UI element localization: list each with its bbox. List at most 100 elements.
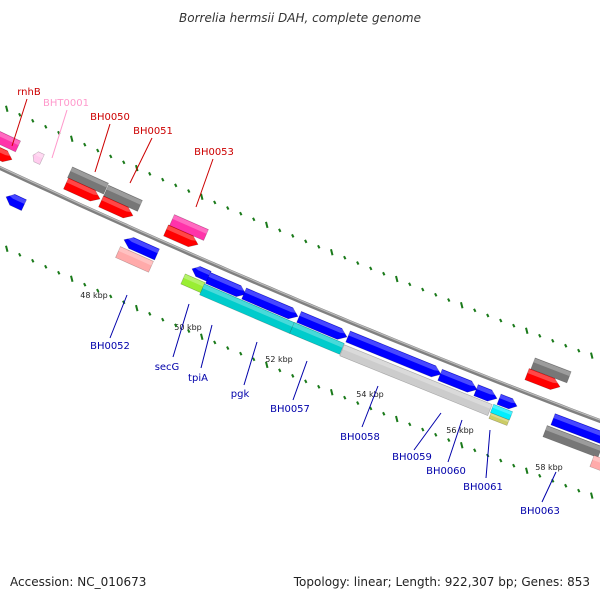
feature-pgk-blue-body [241, 287, 299, 320]
feature-BH0050-gray-body [67, 166, 109, 195]
feature-BH0063-blue-body [550, 413, 600, 444]
feature-tpiA-pgk-cyan [199, 283, 295, 334]
feature-BH0063-blue-shine [553, 414, 600, 438]
tick-mark-top [356, 261, 360, 266]
feature-BH0050-gray [67, 166, 109, 195]
gene-label-BH0057[interactable]: BH0057 [270, 404, 310, 415]
feature-BH0053-red [163, 224, 200, 248]
gene-label-BH0053[interactable]: BH0053 [194, 147, 234, 158]
tick-mark-bottom [538, 473, 542, 478]
tick-mark-bottom [5, 245, 9, 253]
tick-mark-bottom [109, 294, 113, 299]
tick-mark-top [161, 177, 165, 182]
leader-rnhB [11, 98, 28, 147]
tick-mark-top [5, 105, 9, 113]
gene-label-BH0058[interactable]: BH0058 [340, 432, 380, 443]
tick-mark-bottom [213, 340, 217, 345]
tick-mark-top [304, 239, 308, 244]
gene-label-secG[interactable]: secG [155, 362, 180, 373]
leader-BH0058 [361, 385, 379, 428]
tick-mark-bottom [174, 323, 178, 328]
tick-mark-top [213, 200, 217, 205]
feature-BH0052-blue-body [123, 237, 160, 261]
tick-mark-top [486, 313, 490, 318]
leader-secG [172, 303, 190, 358]
feature-pgk-blue-shine [244, 288, 300, 314]
tick-mark-bottom [226, 346, 230, 351]
feature-BH0057-blue [296, 310, 349, 340]
tick-mark-top [31, 118, 35, 123]
tick-mark-bottom [369, 406, 373, 411]
tick-mark-bottom [265, 361, 269, 369]
feature-BH0059-blue-body [437, 368, 478, 393]
leader-BH0061 [485, 429, 491, 479]
feature-blue-a [205, 271, 248, 297]
tick-mark-top [538, 333, 542, 338]
tick-mark-bottom [590, 492, 594, 499]
tick-mark-bottom [577, 488, 581, 493]
gene-label-BH0052[interactable]: BH0052 [90, 341, 130, 352]
tick-mark-top [369, 266, 373, 271]
feature-BH0058-gray [339, 344, 493, 417]
tick-label-52kbp: 52 kbp [265, 355, 293, 364]
tick-mark-bottom [161, 317, 165, 322]
tick-mark-top [330, 249, 334, 256]
tick-mark-top [109, 154, 113, 159]
genome-backbone-highlight [0, 166, 600, 421]
tick-mark-top [408, 282, 412, 287]
tick-mark-top [577, 348, 581, 353]
tick-mark-top [564, 343, 568, 348]
tick-mark-bottom [83, 282, 87, 287]
leader-BH0060 [447, 419, 463, 463]
tick-mark-bottom [304, 379, 308, 384]
tick-mark-top [395, 275, 399, 283]
feature-gray-right [530, 357, 572, 384]
tick-mark-top [421, 287, 425, 292]
feature-BH0061-blue-shine [499, 394, 519, 404]
gene-label-rnhB[interactable]: rnhB [17, 87, 41, 98]
feature-BH0060-blue-shine [476, 385, 499, 396]
feature-BH0059-blue [437, 368, 479, 393]
tick-mark-top [148, 171, 152, 176]
tick-mark-top [70, 135, 74, 143]
tick-mark-top [317, 244, 321, 249]
feature-red-right [524, 368, 562, 390]
feature-blue-a-body [205, 271, 247, 297]
gene-label-pgk[interactable]: pgk [231, 389, 250, 400]
tick-mark-bottom [460, 441, 464, 449]
feature-BH0051-red [98, 195, 135, 219]
gene-label-BH0050[interactable]: BH0050 [90, 112, 130, 123]
gene-labels: rnhB BHT0001 BH0050 BH0051 BH0053 BH0052… [11, 87, 560, 517]
gene-label-BH0061[interactable]: BH0061 [463, 482, 503, 493]
tick-mark-top [18, 112, 22, 117]
feature-BH0052-blue-shine [125, 236, 160, 254]
gene-label-BH0059[interactable]: BH0059 [392, 452, 432, 463]
gene-label-BH0060[interactable]: BH0060 [426, 466, 466, 477]
feature-BH0058-blue-shine [348, 331, 443, 372]
feature-BH0053-pink [169, 214, 209, 241]
gene-label-BHT0001[interactable]: BHT0001 [43, 98, 89, 109]
tick-mark-top [200, 193, 204, 201]
tick-mark-top [382, 271, 386, 276]
feature-BH0051-gray-shine [106, 185, 143, 205]
feature-BH0050-red-body [63, 177, 101, 202]
feature-BH0061-blue-body [496, 393, 518, 410]
genome-backbone [0, 165, 600, 424]
feature-tpiA-pgk-cyan-body [199, 283, 295, 334]
tick-mark-bottom [512, 463, 516, 468]
feature-BH0060-blue [473, 384, 499, 402]
gene-label-BH0063[interactable]: BH0063 [520, 506, 560, 517]
tick-mark-top [265, 221, 269, 229]
tick-mark-top [460, 301, 464, 309]
feature-red-1-shine [0, 145, 14, 157]
gene-label-tpiA[interactable]: tpiA [188, 373, 208, 384]
feature-BH0057-cyan-shine [292, 322, 345, 348]
tick-label-50kbp: 50 kbp [174, 323, 202, 332]
leader-BH0059 [413, 412, 442, 451]
feature-gray-right-body [530, 357, 572, 384]
feature-BH0061-olive-body [488, 412, 510, 426]
feature-blue-left-body [5, 193, 27, 211]
tick-mark-top [96, 148, 100, 153]
gene-label-BH0051[interactable]: BH0051 [133, 126, 173, 137]
